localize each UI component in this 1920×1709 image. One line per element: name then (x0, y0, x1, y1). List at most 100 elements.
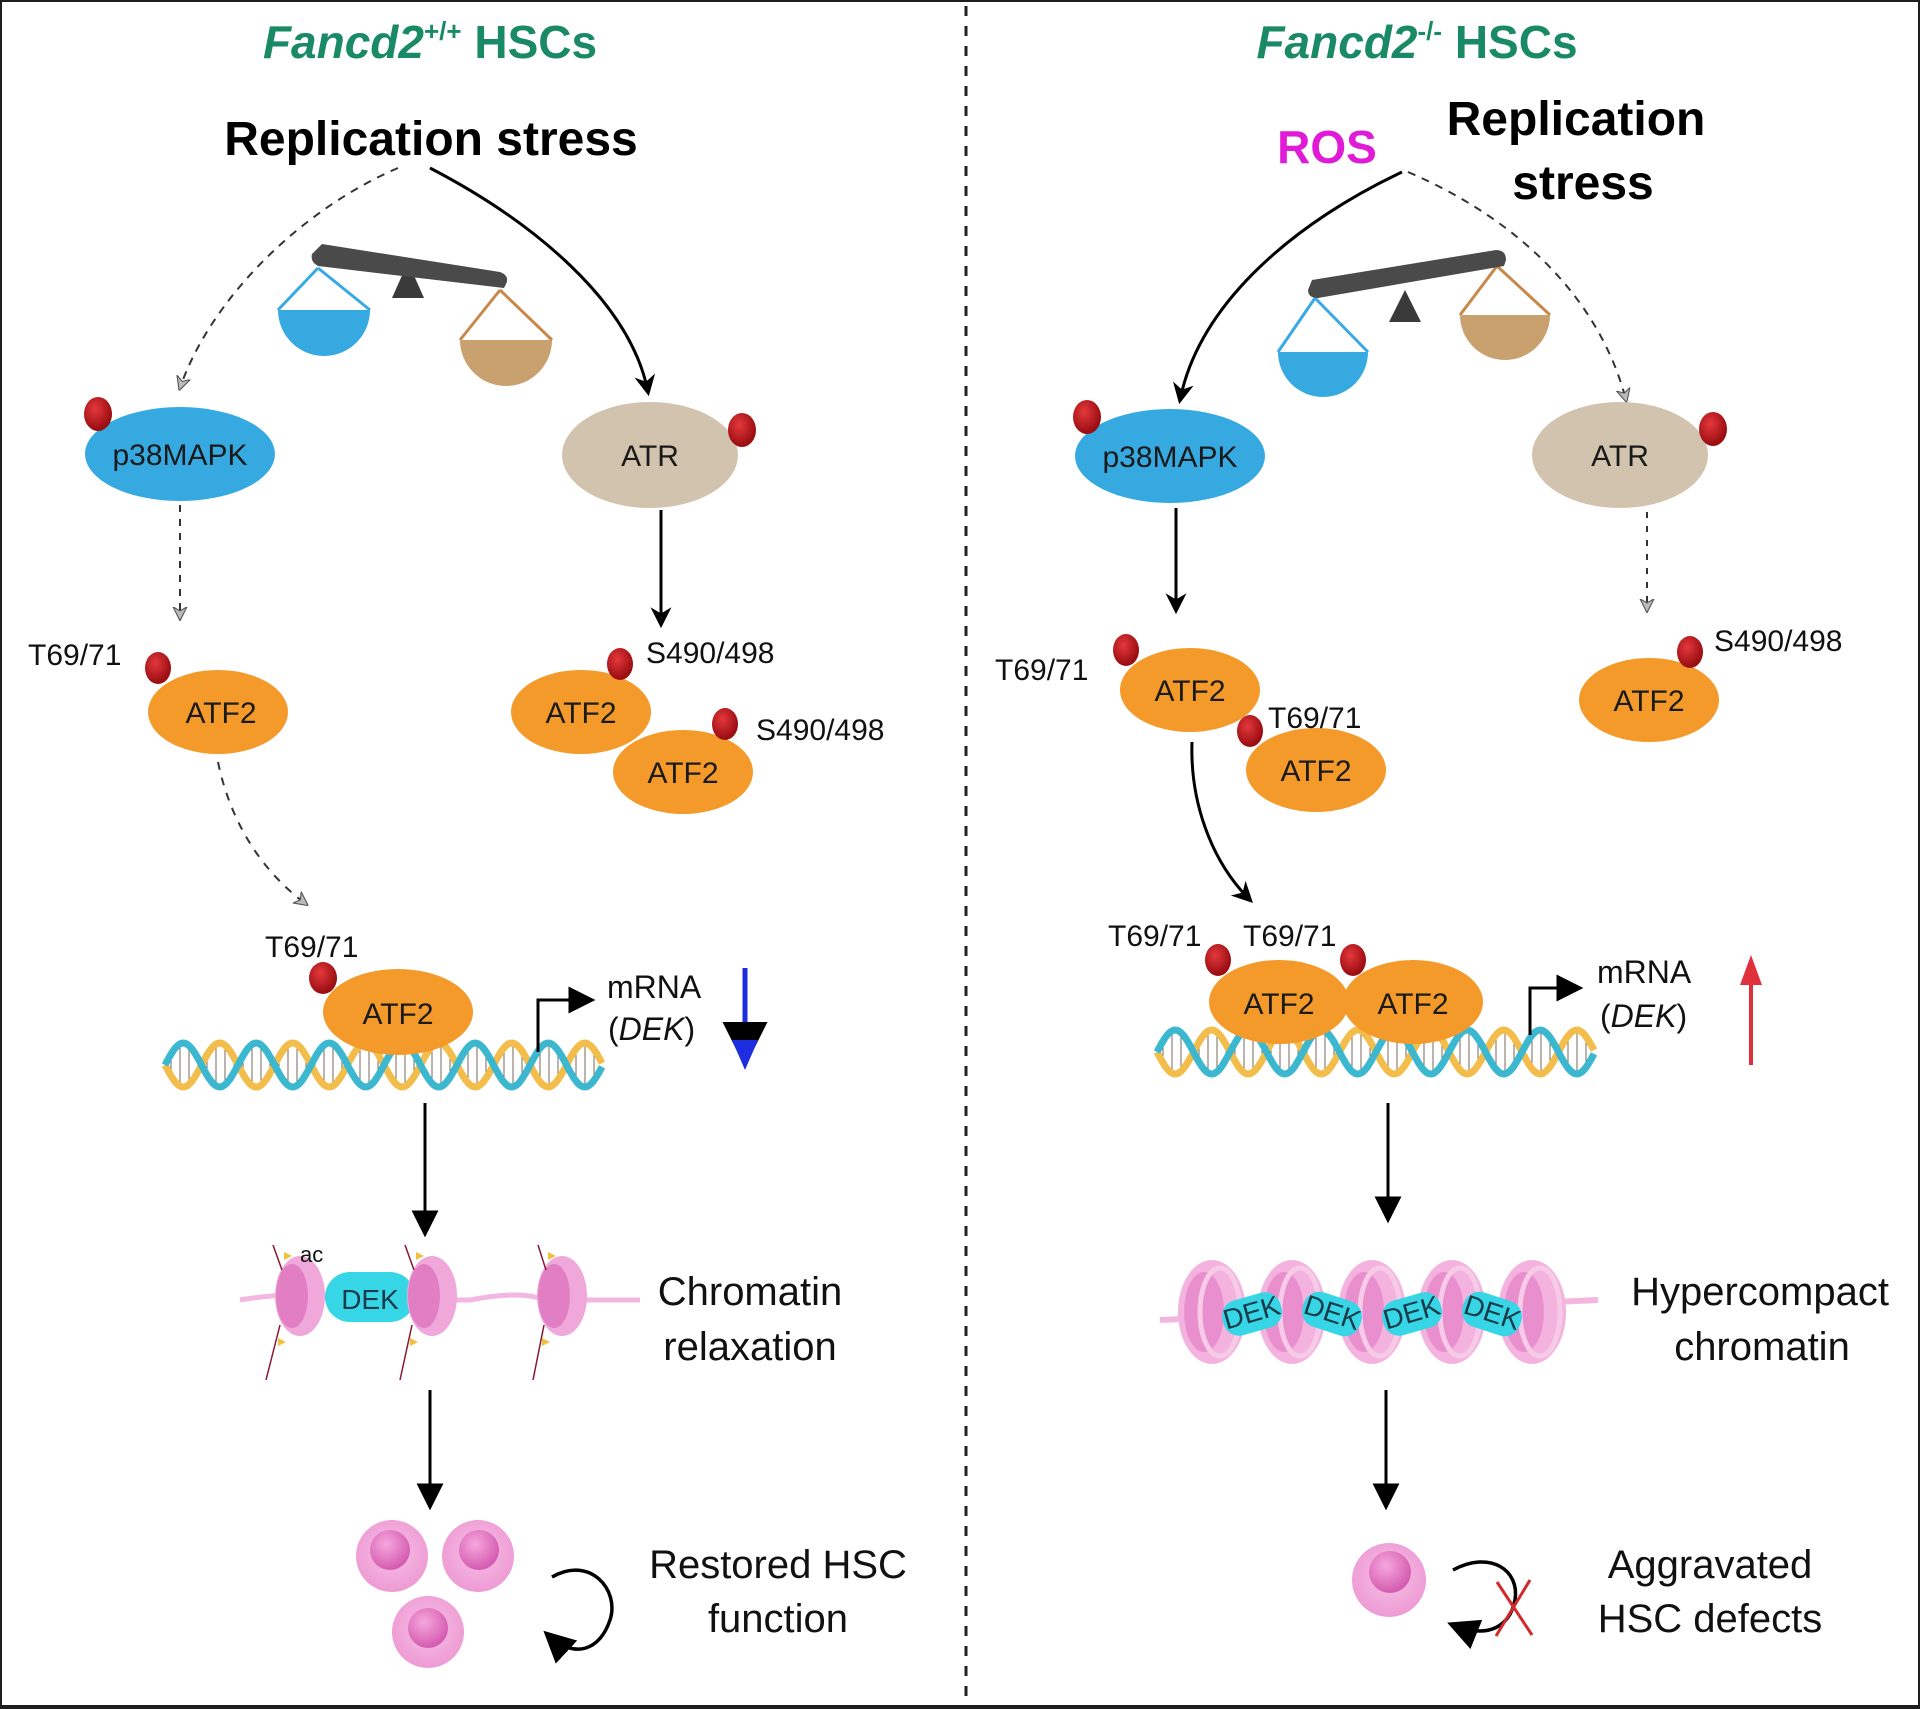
hsc-cell-icon (392, 1596, 464, 1668)
site-label: T69/71 (1243, 920, 1336, 953)
outcome-label: HSC defects (1598, 1597, 1823, 1641)
atr-node: ATR (1532, 402, 1727, 508)
mrna-gene-label: (DEK) (1600, 998, 1687, 1034)
balance-scale-icon (1276, 250, 1552, 397)
atf2-label: ATF2 (1613, 685, 1684, 718)
dashed-arrow-to-p38 (180, 167, 399, 388)
atf2-label: ATF2 (647, 757, 718, 790)
chromatin-state-label: relaxation (663, 1325, 836, 1369)
nucleosome-icon (399, 1244, 457, 1381)
phospho-icon (309, 962, 337, 994)
atr-node: ATR (562, 402, 756, 508)
chromatin-state-label: chromatin (1674, 1325, 1850, 1369)
p38mapk-label: p38MAPK (112, 439, 247, 472)
dashed-arrow-to-atr (1407, 171, 1626, 400)
nucleosome-icon (532, 1244, 587, 1381)
hsc-cells-icon (356, 1520, 514, 1668)
solid-arrow-to-p38 (1173, 170, 1403, 405)
phospho-icon (1113, 634, 1139, 666)
phospho-icon (1205, 944, 1231, 976)
site-label: T69/71 (1108, 920, 1201, 953)
right-panel-title: Fancd2-/- HSCs (1256, 16, 1577, 68)
atf2-label: ATF2 (185, 697, 256, 730)
mrna-label: mRNA (1597, 954, 1692, 990)
phospho-icon (1699, 412, 1727, 446)
outcome-label: function (708, 1597, 848, 1641)
site-label: S490/498 (756, 714, 884, 747)
mrna-gene-label: (DEK) (608, 1011, 695, 1047)
site-label: S490/498 (1714, 625, 1842, 658)
atf2-node: ATF2 T69/71 (28, 639, 288, 754)
solid-arrow-atf2-to-dna (1190, 741, 1253, 903)
p38mapk-node: p38MAPK (1073, 400, 1265, 503)
left-panel: Fancd2+/+ HSCs Replication stress p38MAP… (28, 16, 907, 1668)
atr-label: ATR (1591, 440, 1649, 473)
site-label: T69/71 (28, 639, 121, 672)
acetylation-label: ac (300, 1242, 323, 1267)
site-label: S490/498 (646, 637, 774, 670)
phospho-icon (1073, 400, 1101, 434)
site-label: T69/71 (1268, 702, 1361, 735)
down-arrowhead-icon (732, 1040, 758, 1070)
replication-stress-label: Replication (1447, 93, 1706, 146)
right-panel: Fancd2-/- HSCs ROS Replication stress p3… (995, 16, 1889, 1650)
phospho-icon (1237, 715, 1263, 747)
outcome-label: Aggravated (1608, 1543, 1813, 1587)
hsc-cell-icon (1352, 1543, 1426, 1617)
phospho-icon (607, 648, 633, 680)
dek-protein: DEK (1380, 1290, 1444, 1336)
atf2-label: ATF2 (1377, 988, 1448, 1021)
phospho-icon (1677, 636, 1703, 668)
hsc-cell-icon (442, 1520, 514, 1592)
chromatin-state-label: Chromatin (658, 1270, 843, 1314)
atf2-dimer-dna-bound: ATF2 ATF2 T69/71 T69/71 (1108, 920, 1483, 1044)
solid-arrow-to-atr (429, 166, 656, 397)
block-x-icon (1494, 1579, 1534, 1637)
phospho-icon (1340, 944, 1366, 976)
dna-strand (161, 1039, 606, 1091)
dek-protein (325, 1272, 415, 1322)
p38mapk-node: p38MAPK (84, 397, 275, 501)
atf2-node: ATF2 S490/498 (613, 708, 884, 814)
self-renewal-arrow-icon (543, 1568, 614, 1664)
phospho-icon (84, 397, 112, 431)
dna-helix (161, 1039, 606, 1091)
dashed-arrow-atf2-to-dna (217, 761, 306, 904)
outcome-label: Restored HSC (649, 1543, 907, 1587)
balance-scale-icon (276, 244, 554, 386)
atf2-node: ATF2 T69/71 (1237, 702, 1386, 812)
site-label: T69/71 (265, 931, 358, 964)
dna-strand (1153, 1026, 1598, 1078)
atf2-label: ATF2 (1280, 755, 1351, 788)
atr-label: ATR (621, 440, 679, 473)
transcription-start-arrow (1528, 974, 1584, 1035)
dna-helix (1153, 1026, 1598, 1078)
atf2-node (1209, 960, 1349, 1044)
phospho-icon (145, 652, 171, 684)
hsc-cell-icon (356, 1520, 428, 1592)
left-panel-title: Fancd2+/+ HSCs (263, 16, 597, 68)
atf2-node: ATF2 S490/498 (511, 637, 774, 754)
dek-label: DEK (341, 1284, 399, 1315)
mrna-label: mRNA (607, 969, 702, 1005)
atf2-dna-bound: ATF2 T69/71 (265, 931, 473, 1055)
nucleosome-icon (1178, 1260, 1246, 1364)
nucleosome-icon (265, 1244, 325, 1381)
atf2-label: ATF2 (362, 998, 433, 1031)
ros-label: ROS (1277, 121, 1377, 173)
atf2-node: ATF2 S490/498 (1579, 625, 1842, 742)
atf2-label: ATF2 (1154, 675, 1225, 708)
nucleosome-icon (1258, 1260, 1326, 1364)
relaxed-chromatin-icon: DEK ac (239, 1242, 640, 1381)
replication-stress-label: stress (1512, 157, 1653, 210)
chromatin-state-label: Hypercompact (1631, 1270, 1889, 1314)
up-arrowhead-icon (1740, 955, 1762, 985)
site-label: T69/71 (995, 654, 1088, 687)
phospho-icon (712, 708, 738, 740)
atf2-label: ATF2 (1243, 988, 1314, 1021)
atf2-node (1343, 960, 1483, 1044)
atf2-label: ATF2 (545, 697, 616, 730)
